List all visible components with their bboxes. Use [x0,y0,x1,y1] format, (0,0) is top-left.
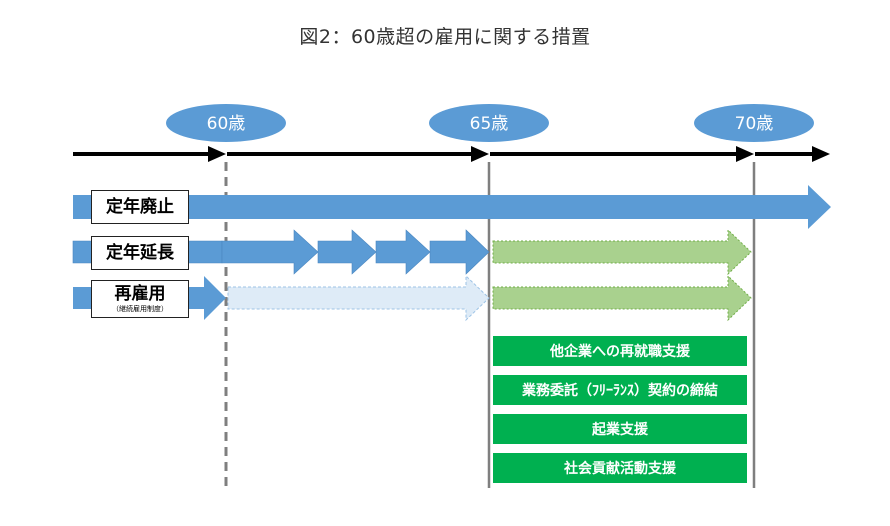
row-label-rehire: 再雇用 （継続雇用制度） [91,280,189,318]
age-label-70: 70歳 [735,114,774,134]
age-label-60: 60歳 [207,114,246,134]
age-marker-70: 70歳 [694,104,814,142]
support-item-social: 社会貢献活動支援 [493,453,747,483]
rehire-light-arrow [227,274,490,322]
row-label-rehire-sub: （継続雇用制度） [112,304,168,313]
age-label-65: 65歳 [470,114,509,134]
rehire-green-arrow [492,274,752,322]
diagram-title: 図2：60歳超の雇用に関する措置 [299,26,591,48]
extension-green-arrow [492,228,752,276]
support-item-reemployment: 他企業への再就職支援 [493,336,747,366]
timeline-axis [73,146,830,162]
row-label-abolition: 定年廃止 [91,190,189,224]
row-label-rehire-text: 再雇用 [114,283,166,304]
support-item-outsourcing: 業務委託（ﾌﾘｰﾗﾝｽ）契約の締結 [493,375,747,405]
row-label-abolition-text: 定年廃止 [106,196,174,217]
abolition-arrow [73,185,831,229]
age-marker-65: 65歳 [429,104,549,142]
row-label-extension: 定年延長 [91,236,189,270]
age-marker-60: 60歳 [166,104,286,142]
support-item-startup: 起業支援 [493,414,747,444]
row-label-extension-text: 定年延長 [106,242,174,263]
